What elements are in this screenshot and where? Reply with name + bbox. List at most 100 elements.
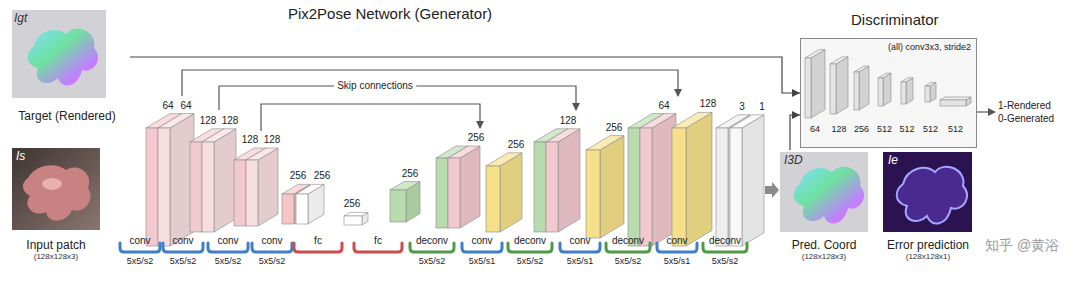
channel-count: 128 (222, 115, 239, 127)
section-title: Pix2Pose Network (Generator) (288, 5, 492, 22)
op-name: conv (217, 235, 238, 247)
slab-front (282, 194, 294, 224)
slab-front (830, 64, 836, 114)
slab-top (158, 114, 194, 128)
op-name: deconv (416, 235, 448, 247)
slab-front (730, 128, 742, 246)
slab-top (390, 182, 420, 190)
slab-front (296, 194, 308, 224)
slab-front (202, 142, 214, 232)
channel-count: 64 (162, 100, 173, 112)
target-node: IgtTarget (Rendered) (4, 8, 130, 124)
kernel-stride: 5x5/s2 (419, 256, 446, 266)
output-arrow (765, 182, 779, 198)
output-class: 1-Rendered (998, 100, 1051, 112)
image-ground (883, 152, 972, 232)
slab-front (672, 128, 686, 246)
op-name: conv (569, 235, 590, 247)
watermark: 知乎 @黄浴 (985, 237, 1059, 253)
skip-connection (261, 104, 480, 131)
slab-top (202, 129, 236, 142)
channel-count: 64 (658, 100, 669, 112)
highlight (42, 178, 62, 190)
channel-count: 256 (344, 198, 361, 210)
slab-front (146, 128, 158, 246)
skip-label: Skip connections (334, 80, 416, 92)
slab-front (448, 158, 460, 228)
channel-count: 256 (508, 139, 525, 151)
slab-top (486, 153, 522, 166)
slab-top (805, 50, 825, 58)
slab-front (486, 166, 500, 232)
slab-side (883, 73, 891, 106)
slab-top (344, 212, 368, 216)
slab-front (925, 86, 930, 102)
slab-side (859, 66, 869, 110)
image-caption: Target (Rendered) (18, 110, 115, 124)
box-note: (all) conv3x3, stride2 (888, 42, 971, 52)
slab-front (940, 100, 966, 106)
slab-side (558, 129, 580, 232)
slab-top (672, 112, 712, 128)
kernel-stride: 5x5/s2 (712, 256, 739, 266)
slab-side (460, 146, 480, 228)
slab-side (836, 57, 848, 114)
output-line (977, 111, 989, 112)
slab-top (878, 73, 891, 78)
slab-front (234, 160, 246, 226)
slab-top (830, 57, 848, 64)
box-heading: Discriminator (851, 11, 939, 28)
input-image (12, 148, 100, 230)
slab-top (640, 114, 676, 128)
slab-side (686, 112, 712, 246)
slab-top (901, 78, 913, 82)
kernel-stride: 5x5/s2 (170, 256, 197, 266)
slab-top (546, 129, 580, 142)
image-size: (128x128x1) (906, 252, 950, 262)
image-symbol: Is (16, 150, 25, 163)
slab-front (716, 128, 728, 246)
data-flow-arrow (790, 115, 800, 150)
channel-count: 128 (831, 124, 846, 134)
channel-count: 256 (854, 124, 869, 134)
kernel-stride: 5x5/s1 (469, 256, 496, 266)
output-head (988, 108, 996, 116)
channel-count: 128 (200, 115, 217, 127)
slab-front (246, 160, 258, 226)
image-symbol: I3D (784, 154, 803, 167)
channel-count: 1 (759, 101, 765, 113)
slab-top (730, 115, 764, 128)
kernel-stride: 5x5/s2 (259, 256, 286, 266)
slab-top (940, 97, 971, 100)
object-blob (794, 167, 864, 224)
image-size: (128x128x3) (802, 252, 846, 262)
skip-connection (182, 70, 678, 96)
kernel-stride: 5x5/s2 (517, 256, 544, 266)
image-symbol: Ie (888, 154, 898, 167)
channel-count: 3 (739, 101, 745, 113)
slab-front (534, 142, 546, 232)
slab-front (390, 190, 406, 222)
slab-front (546, 142, 558, 232)
data-flow-arrow (130, 57, 800, 93)
channel-count: 256 (402, 168, 419, 180)
slab-front (878, 78, 883, 106)
channel-count: 128 (700, 98, 717, 110)
kernel-stride: 5x5/s1 (664, 256, 691, 266)
image-caption: Error prediction (887, 239, 969, 253)
channel-count: 512 (899, 124, 914, 134)
slab-front (901, 82, 906, 104)
slab-top (586, 136, 624, 150)
channel-count: 128 (264, 134, 281, 146)
kernel-stride: 5x5/s1 (567, 256, 594, 266)
channel-count: 512 (948, 124, 963, 134)
object-blob (23, 165, 91, 220)
kernel-stride: 5x5/s2 (215, 256, 242, 266)
op-name: deconv (514, 235, 546, 247)
slab-side (906, 78, 913, 104)
input-node: IsInput patch(128x128x3) (6, 146, 106, 262)
image-ground (12, 148, 100, 230)
slab-top (854, 66, 869, 72)
slab-side (600, 136, 624, 238)
